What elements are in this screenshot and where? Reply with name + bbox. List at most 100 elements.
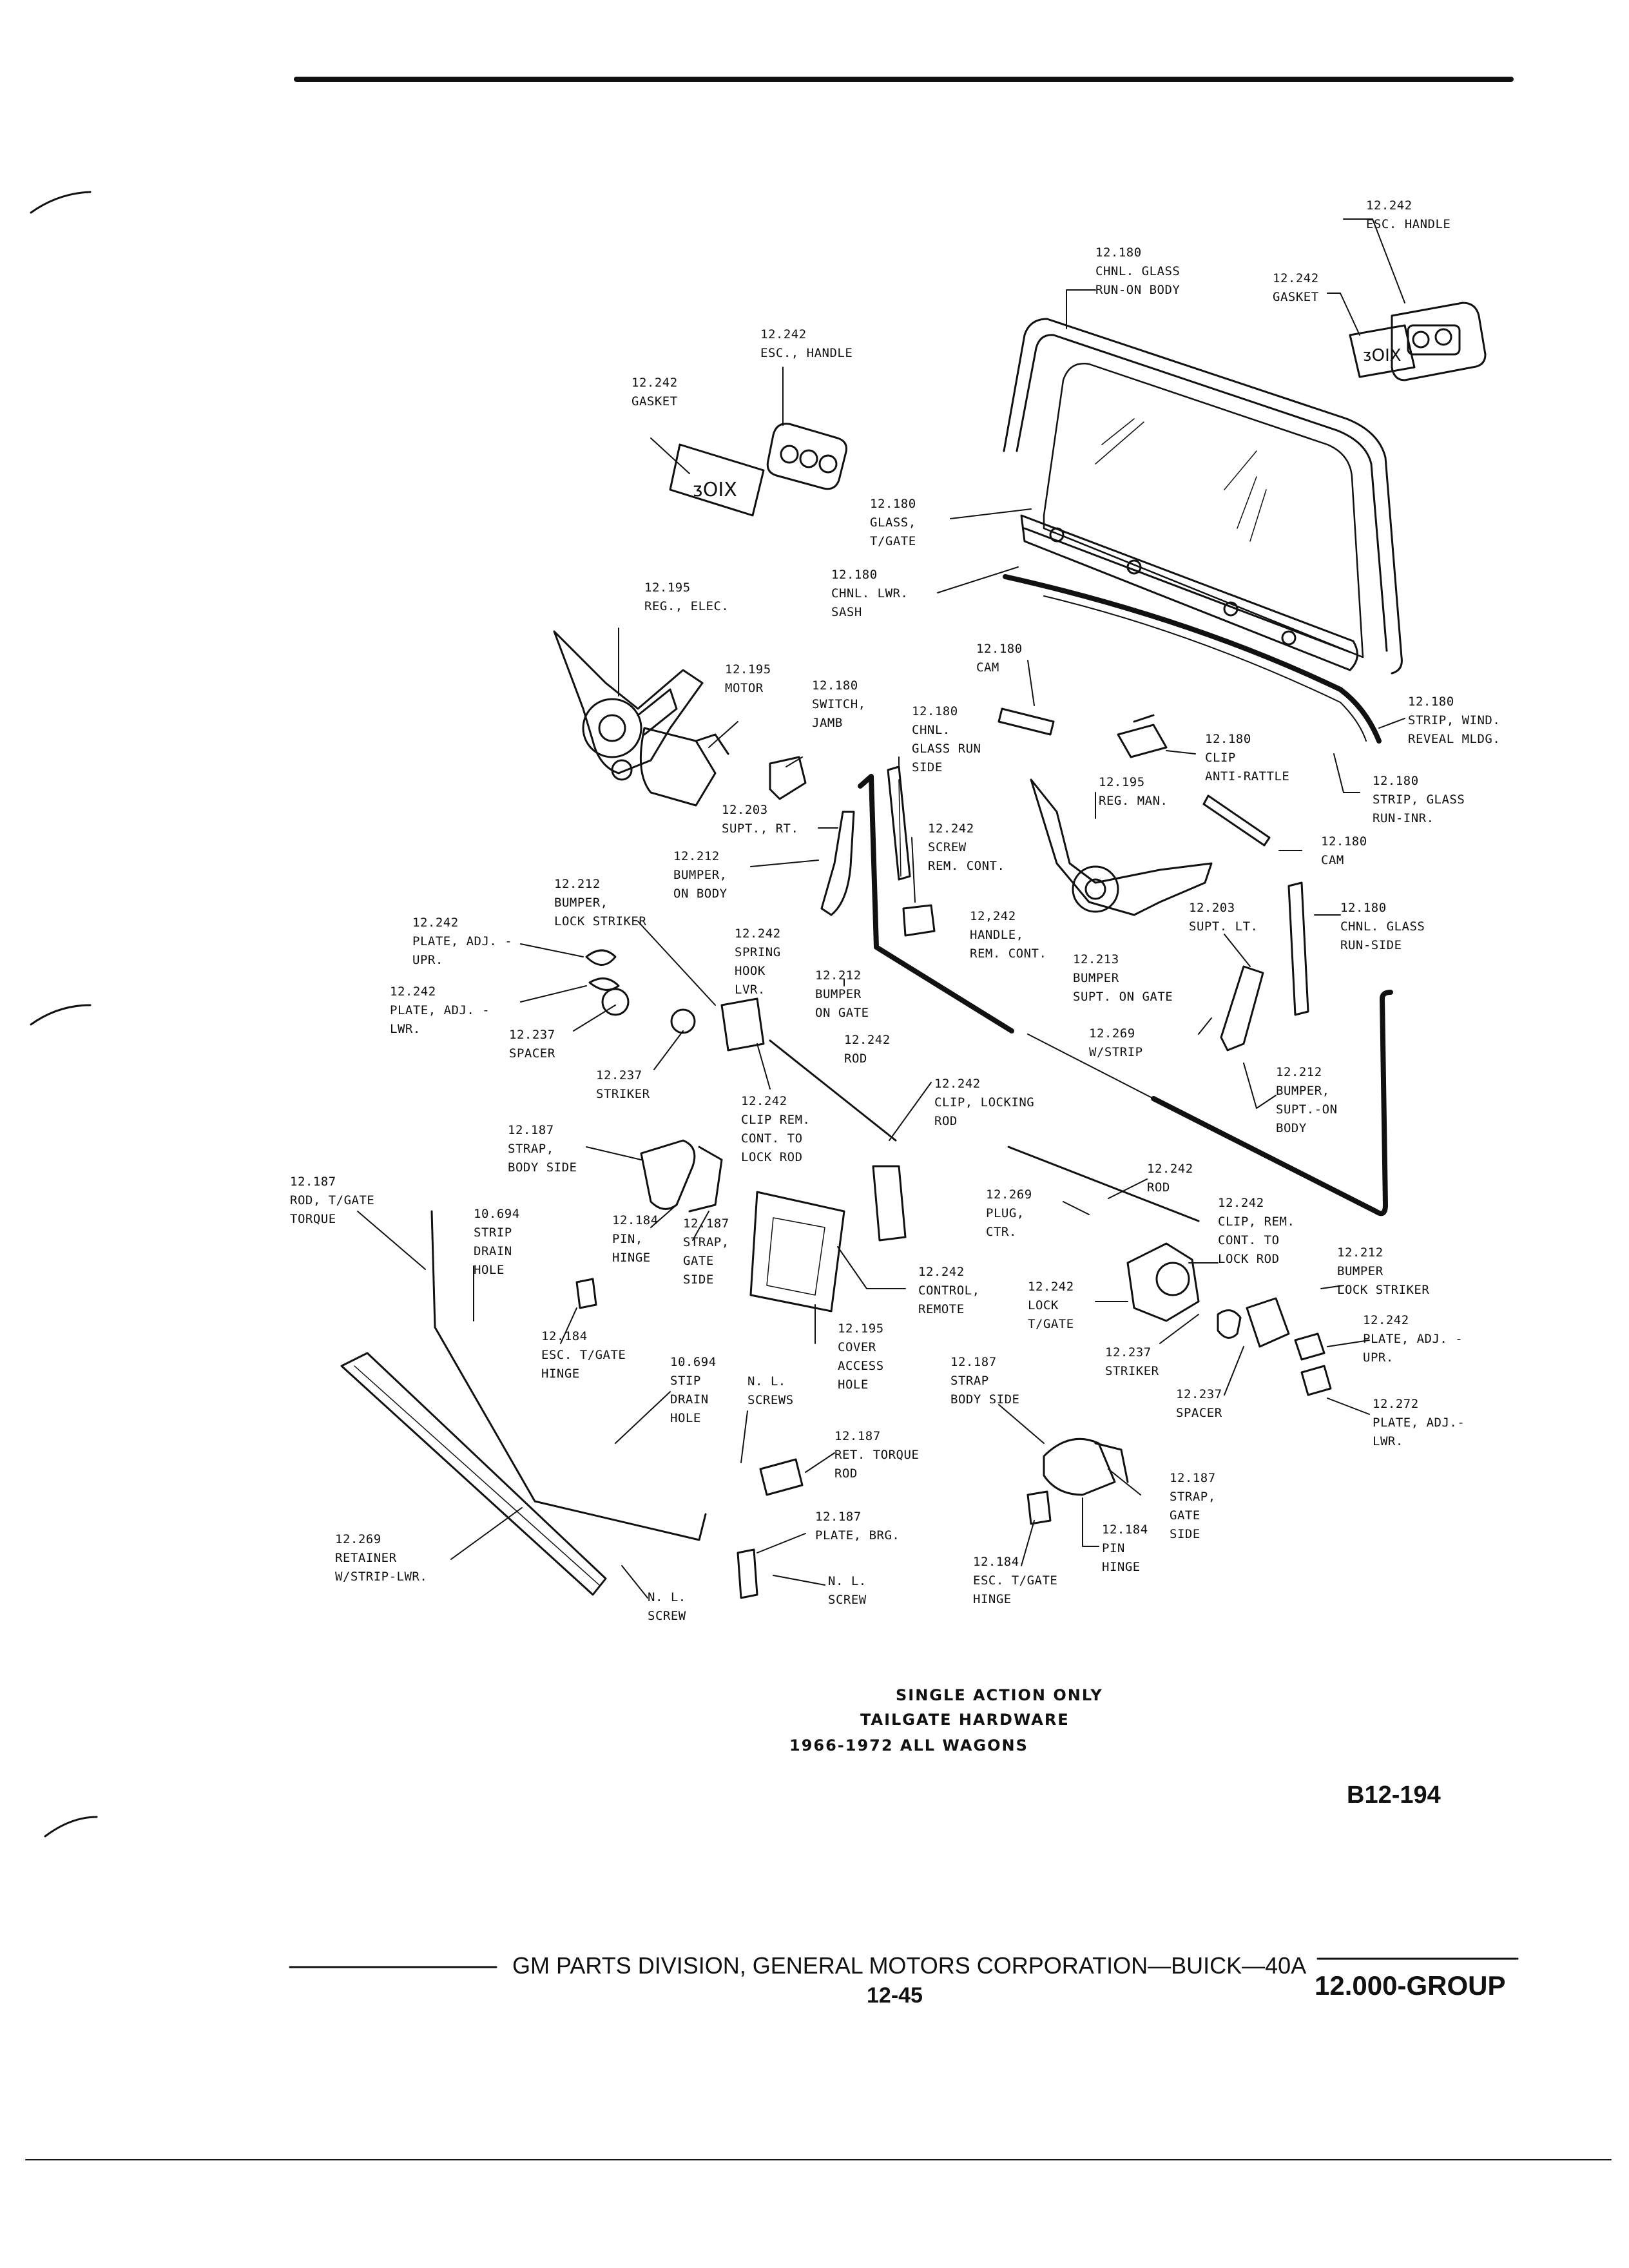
label-spring-hook-lvr: 12.242 SPRING HOOK LVR.: [735, 927, 781, 997]
label-chnl-glass-run-side-right: 12.180 CHNL. GLASS RUN-SIDE: [1340, 901, 1425, 952]
label-esc-handle-right: 12.242 ESC. HANDLE: [1366, 198, 1451, 231]
cam-upper-part: [998, 707, 1055, 736]
control-remote-part: [872, 1165, 907, 1242]
label-bumper-on-body: 12.212 BUMPER, ON BODY: [673, 849, 728, 901]
lock-striker-left-parts: [585, 949, 765, 1052]
gasket-right-part: ᴣOIX: [1349, 324, 1416, 378]
retainer-w-strip-lwr-part: [340, 1352, 607, 1596]
label-supt-rt: 12.203 SUPT., RT.: [722, 803, 799, 836]
label-reg-man: 12.195 REG. MAN.: [1099, 775, 1168, 808]
label-chnl-lwr-sash: 12.180 CHNL. LWR. SASH: [831, 568, 909, 619]
label-strap-gate-side-left: 12.187 STRAP, GATE SIDE: [683, 1216, 729, 1287]
label-strip-drain-hole: 10.694 STRIP DRAIN HOLE: [474, 1207, 520, 1277]
label-screw-rem-cont: 12.242 SCREW REM. CONT.: [928, 822, 1005, 873]
label-esc-handle-left: 12.242 ESC., HANDLE: [760, 327, 853, 360]
footer-publisher: GM PARTS DIVISION, GENERAL MOTORS CORPOR…: [512, 1952, 1307, 1979]
figure-id: B12-194: [1347, 1782, 1441, 1809]
label-supt-lt: 12.203 SUPT. LT.: [1189, 901, 1258, 934]
binder-hole-marks: [30, 191, 98, 1838]
label-esc-tgate-hinge-left: 12.184 ESC. T/GATE HINGE: [541, 1329, 626, 1381]
label-handle-rem-cont: 12,242 HANDLE, REM. CONT.: [970, 909, 1047, 961]
label-cam-lower: 12.180 CAM: [1321, 834, 1367, 867]
footer-group: 12.000-GROUP: [1315, 1970, 1506, 2001]
clip-anti-rattle-part: [1117, 714, 1168, 758]
chnl-glass-run-side-part: [887, 765, 911, 881]
label-strap-gate-side-right: 12.187 STRAP, GATE SIDE: [1170, 1471, 1216, 1541]
plate-brg-part: [737, 1548, 758, 1599]
label-strap-body-side-left: 12.187 STRAP, BODY SIDE: [508, 1123, 577, 1175]
weatherstrip-left: [858, 774, 1014, 1033]
label-control-remote: 12.242 CONTROL, REMOTE: [918, 1265, 980, 1316]
label-clip-rem-cont-lock-rod: 12.242 CLIP REM. CONT. TO LOCK ROD: [741, 1094, 811, 1164]
label-pin-hinge-left: 12.184 PIN, HINGE: [612, 1213, 659, 1265]
label-gasket-left: 12.242 GASKET: [631, 376, 678, 408]
tailgate-glass-frame: [1003, 318, 1403, 675]
electric-regulator-part: [553, 630, 704, 781]
lower-sash-channel: [1020, 514, 1358, 671]
label-bumper-on-gate: 12.212 BUMPER ON GATE: [815, 968, 869, 1020]
label-clip-rem-cont-lock-rod-right: 12.242 CLIP, REM. CONT. TO LOCK ROD: [1218, 1196, 1295, 1266]
switch-jamb-part: [769, 756, 807, 800]
label-bumper-supt-on-body: 12.212 BUMPER, SUPT.-ON BODY: [1276, 1065, 1338, 1135]
label-plate-adj-lwr-left: 12.242 PLATE, ADJ. - LWR.: [390, 985, 490, 1036]
label-strip-wind-reveal: 12.180 STRIP, WIND. REVEAL MLDG.: [1408, 695, 1501, 746]
cover-access-hole-part: [749, 1191, 845, 1312]
label-chnl-glass-run-on-body: 12.180 CHNL. GLASS RUN-ON BODY: [1095, 245, 1181, 297]
esc-tgate-hinge-left-part: [575, 1278, 597, 1309]
label-striker-left: 12.237 STRIKER: [596, 1068, 650, 1101]
lock-tgate-part: [1126, 1242, 1200, 1322]
label-reg-elec: 12.195 REG., ELEC.: [644, 581, 729, 613]
caption-line-2: TAILGATE HARDWARE: [860, 1711, 1070, 1729]
label-clip-locking-rod: 12.242 CLIP, LOCKING ROD: [934, 1077, 1035, 1128]
strip-glass-run-inr-part: [1202, 794, 1271, 847]
reveal-strips: [1003, 574, 1382, 744]
label-plate-brg: 12.187 PLATE, BRG.: [815, 1510, 900, 1542]
label-ret-torque-rod: 12.187 RET. TORQUE ROD: [834, 1429, 920, 1481]
label-motor: 12.195 MOTOR: [725, 662, 771, 695]
esc-handle-right-part: [1391, 302, 1487, 381]
label-nl-screw-center: N. L. SCREW: [648, 1590, 686, 1623]
label-strap-body-side-right: 12.187 STRAP BODY SIDE: [950, 1355, 1020, 1407]
label-glass-tgate: 12.180 GLASS, T/GATE: [870, 497, 916, 548]
hinge-body-side-right: [1043, 1437, 1129, 1496]
striker-right-parts: [1217, 1297, 1332, 1396]
label-bumper-lock-striker-left: 12.212 BUMPER, LOCK STRIKER: [554, 877, 647, 928]
footer-page-number: 12-45: [867, 1983, 923, 2008]
leader-lines: [357, 218, 1405, 1599]
label-switch-jamb: 12.180 SWITCH, JAMB: [812, 678, 866, 730]
ret-torque-rod-part: [759, 1458, 804, 1496]
label-retainer-w-strip-lwr: 12.269 RETAINER W/STRIP-LWR.: [335, 1532, 428, 1584]
label-bumper-lock-striker-right: 12.212 BUMPER LOCK STRIKER: [1337, 1245, 1430, 1297]
esc-tgate-hinge-right-part: [1027, 1490, 1052, 1525]
label-plate-adj-upr-right: 12.242 PLATE, ADJ. - UPR.: [1363, 1313, 1463, 1365]
label-spacer-right: 12.237 SPACER: [1176, 1387, 1222, 1420]
svg-text:ᴣOIX: ᴣOIX: [1363, 346, 1402, 365]
label-bumper-supt-on-gate: 12.213 BUMPER SUPT. ON GATE: [1073, 952, 1173, 1004]
label-cover-access-hole: 12.195 COVER ACCESS HOLE: [838, 1321, 884, 1392]
label-striker-right: 12.237 STRIKER: [1105, 1345, 1159, 1378]
label-esc-tgate-hinge-right: 12.184 ESC. T/GATE HINGE: [973, 1555, 1058, 1606]
manual-regulator-part: [1030, 778, 1213, 916]
label-strip-glass-run-inr: 12.180 STRIP, GLASS RUN-INR.: [1373, 774, 1465, 825]
label-rod-upper: 12.242 ROD: [844, 1033, 891, 1066]
label-spacer-left: 12.237 SPACER: [509, 1028, 555, 1061]
gasket-left-part: ᴣOIX: [669, 443, 765, 517]
label-plate-adj-lwr-right: 12.272 PLATE, ADJ.- LWR.: [1373, 1397, 1465, 1448]
label-nl-screws: N. L. SCREWS: [747, 1374, 794, 1407]
support-lt-part: [1220, 965, 1264, 1052]
caption-line-1: SINGLE ACTION ONLY: [896, 1686, 1103, 1704]
support-rt-part: [820, 811, 855, 916]
motor-part: [639, 727, 729, 807]
svg-text:ᴣOIX: ᴣOIX: [693, 479, 737, 501]
label-rod-right: 12.242 ROD: [1147, 1162, 1193, 1195]
esc-handle-left-part: [766, 423, 847, 490]
label-plug-ctr: 12.269 PLUG, CTR.: [986, 1187, 1032, 1239]
label-stip-drain-hole: 10.694 STIP DRAIN HOLE: [670, 1355, 717, 1425]
rods: [430, 1039, 1200, 1541]
label-rod-tgate-torque: 12.187 ROD, T/GATE TORQUE: [290, 1175, 375, 1226]
label-plate-adj-upr-left: 12.242 PLATE, ADJ. - UPR.: [412, 916, 513, 967]
label-cam-upper: 12.180 CAM: [976, 642, 1023, 675]
caption-line-3: 1966-1972 ALL WAGONS: [789, 1736, 1028, 1754]
